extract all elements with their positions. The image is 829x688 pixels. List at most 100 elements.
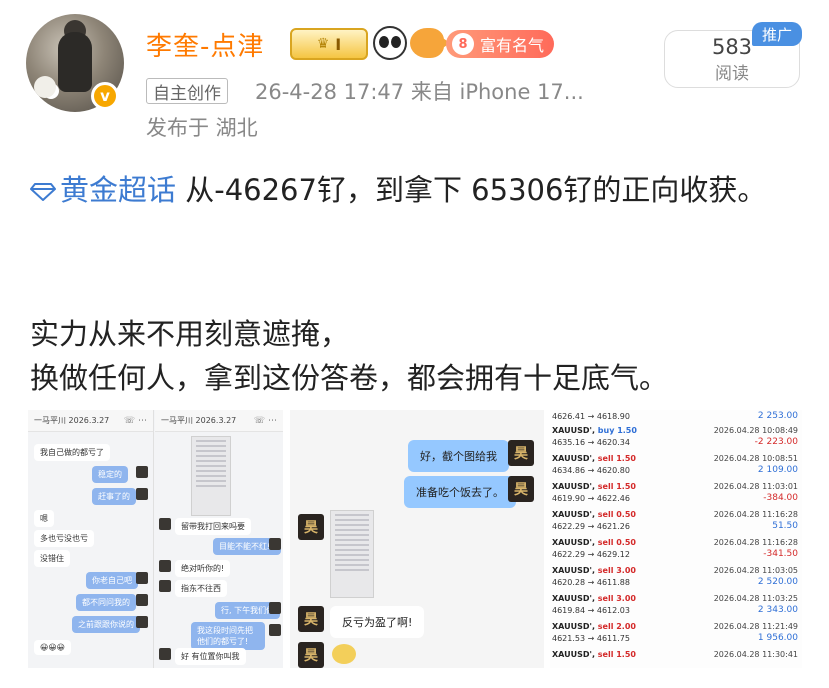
user-avatar[interactable] <box>26 14 124 112</box>
chat-header-left: 一马平川 2026.3.27 ☏ ⋯ <box>28 410 153 432</box>
chat-bubble: 好 有位置你叫我 <box>175 648 246 665</box>
trade-row-top: 4626.41 → 4618.90 2 253.00 <box>550 410 802 424</box>
read-count-box: 583 阅读 <box>664 30 800 88</box>
chat-panel-right: 一马平川 2026.3.27 ☏ ⋯ 留带我打回来吗要 目能不能不红单 绝对听你… <box>155 410 283 668</box>
fame-level: 8 <box>452 33 474 55</box>
chat-avatar: 昊 <box>298 642 324 668</box>
trade-datetime: 2026.04.28 10:08:49 <box>713 426 798 435</box>
trade-side: sell 1.50 <box>597 482 636 491</box>
trade-price: 4621.53 → 4611.75 <box>552 634 630 643</box>
original-content-tag: 自主创作 <box>146 78 228 104</box>
chat-bubble: 没错住 <box>34 550 70 567</box>
trade-datetime: 2026.04.28 11:30:41 <box>713 650 798 659</box>
diamond-icon <box>30 183 56 201</box>
vip-level-text: I <box>335 34 342 54</box>
trade-profit: -341.50 <box>763 549 798 559</box>
chat-bubble: 绝对听你的! <box>175 560 231 577</box>
trade-profit: 2 343.00 <box>757 605 798 615</box>
trade-symbol: XAUUSD', buy 1.50 <box>552 426 637 435</box>
chat-emoji-row: 😀😀😀 <box>34 640 72 655</box>
chat-avatar <box>269 538 281 550</box>
chat-avatar: 昊 <box>508 440 534 466</box>
chat-bubble: 赶事了的 <box>92 488 136 505</box>
chat-bubble: 留带我打回来吗要 <box>175 518 251 535</box>
trade-side: sell 0.50 <box>597 538 636 547</box>
crown-icon: ♛ <box>316 36 330 52</box>
trade-price: 4619.90 → 4622.46 <box>552 494 630 503</box>
trade-side: sell 1.50 <box>597 650 636 659</box>
trade-profit: -2 223.00 <box>754 437 798 447</box>
trade-row: XAUUSD', sell 0.50 2026.04.28 11:16:28 462… <box>550 536 802 564</box>
trade-profit: 1 956.00 <box>757 633 798 643</box>
trade-price: 4634.86 → 4620.80 <box>552 466 630 475</box>
chat-avatar: 昊 <box>508 476 534 502</box>
chat-avatar <box>136 594 148 606</box>
trade-symbol: XAUUSD', sell 2.00 <box>552 622 636 631</box>
trade-price: 4626.41 → 4618.90 <box>552 412 630 421</box>
read-label: 阅读 <box>715 64 749 84</box>
promoted-badge[interactable]: 推广 <box>752 22 802 46</box>
post-para2-line2: 换做任何人，拿到这份答卷，都会拥有十足底气。 <box>30 361 669 395</box>
trade-symbol: XAUUSD', sell 3.00 <box>552 566 636 575</box>
trade-profit: -384.00 <box>763 493 798 503</box>
chat-bubble-incoming: 反亏为盈了啊! <box>330 606 425 638</box>
screenshot-thumbnail <box>191 436 231 516</box>
username[interactable]: 李奎-点津 <box>146 32 265 62</box>
post-image-2[interactable]: 好，截个图给我 昊 准备吃个饭去了。 昊 昊 昊 反亏为盈了啊! 昊 <box>290 410 544 668</box>
screenshot-thumbnail <box>330 510 374 598</box>
panda-badge-icon[interactable] <box>373 26 407 60</box>
trade-side: sell 2.00 <box>597 622 636 631</box>
avatar-figure-body <box>58 32 92 92</box>
emoji-icon <box>332 644 356 664</box>
post-text: 黄金超话 从-46267钌，到拿下 65306钌的正向收获。 <box>30 168 805 212</box>
chat-bubble: 我自己做的都亏了 <box>34 444 110 461</box>
chat-avatar <box>159 560 171 572</box>
trade-datetime: 2026.04.28 11:03:05 <box>713 566 798 575</box>
chat-bubble: 稳定的 <box>92 466 128 483</box>
chat-bubble: 多也亏没也亏 <box>34 530 94 547</box>
trade-side: buy 1.50 <box>597 426 637 435</box>
trade-profit: 51.50 <box>772 521 798 531</box>
trade-datetime: 2026.04.28 11:03:01 <box>713 482 798 491</box>
post-paragraph-2: 实力从来不用刻意遮掩， 换做任何人，拿到这份答卷，都会拥有十足底气。 <box>30 312 805 400</box>
read-count: 583 <box>711 35 753 59</box>
topic-name: 黄金超话 <box>60 173 177 207</box>
chat-bubble-outgoing: 准备吃个饭去了。 <box>404 476 516 508</box>
chat-bubble: 之前跟跟你说的 <box>72 616 140 633</box>
trade-price: 4635.16 → 4620.34 <box>552 438 630 447</box>
chat-avatar <box>159 518 171 530</box>
chat-title-right: 一马平川 2026.3.27 <box>161 416 237 425</box>
vip-crown-badge[interactable]: ♛ I <box>290 28 368 60</box>
trade-price: 4622.29 → 4629.12 <box>552 550 630 559</box>
trade-datetime: 2026.04.28 11:03:25 <box>713 594 798 603</box>
chat-bubble: 我这段时间先把他们的都亏了! <box>191 622 265 650</box>
chat-avatar <box>269 602 281 614</box>
trade-datetime: 2026.04.28 11:16:28 <box>713 510 798 519</box>
fame-badge-text: 富有名气 <box>480 36 545 55</box>
trade-datetime: 2026.04.28 11:16:28 <box>713 538 798 547</box>
trade-symbol: XAUUSD', sell 0.50 <box>552 538 636 547</box>
trade-symbol: XAUUSD', sell 1.50 <box>552 650 636 659</box>
topic-link[interactable]: 黄金超话 <box>30 173 176 207</box>
avatar-flower <box>34 76 56 98</box>
trade-row: XAUUSD', sell 3.00 2026.04.28 11:03:05 462… <box>550 564 802 592</box>
call-icon: ☏ ⋯ <box>123 415 147 426</box>
chat-header-right: 一马平川 2026.3.27 ☏ ⋯ <box>155 410 283 432</box>
call-icon: ☏ ⋯ <box>253 415 277 426</box>
chat-bubble: 你老自己吧 <box>86 572 138 589</box>
verified-icon: v <box>91 82 119 110</box>
post-location: 发布于 湖北 <box>146 116 258 140</box>
trade-symbol: XAUUSD', sell 3.00 <box>552 594 636 603</box>
post-image-1[interactable]: 一马平川 2026.3.27 ☏ ⋯ 我自己做的都亏了 稳定的 赶事了的 嗯 多… <box>28 410 283 668</box>
fish-badge-icon[interactable] <box>410 28 450 58</box>
post-image-3-trades[interactable]: 4626.41 → 4618.90 2 253.00 XAUUSD', buy … <box>550 410 802 668</box>
chat-avatar <box>136 616 148 628</box>
chat-avatar <box>159 580 171 592</box>
trade-profit: 2 520.00 <box>757 577 798 587</box>
chat-avatar <box>136 488 148 500</box>
fame-badge[interactable]: 8 富有名气 <box>446 30 555 58</box>
trade-price: 4620.28 → 4611.88 <box>552 578 630 587</box>
post-line1: 从-46267钌，到拿下 65306钌的正向收获。 <box>176 173 767 207</box>
